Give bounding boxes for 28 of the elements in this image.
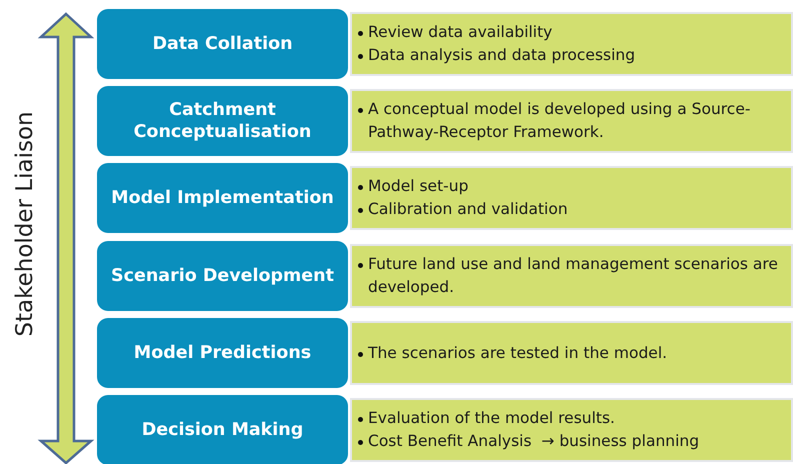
description-box [350,321,793,385]
bullet-text: Cost Benefit Analysis → business planning [368,431,700,452]
description-box [350,12,793,76]
stage-box [97,163,348,233]
description-box [350,89,793,153]
stage-title: Catchment Conceptualisation [132,99,312,143]
bullet-text: Calibration and validation [368,199,568,220]
stage-title: Data Collation [152,33,293,55]
stage-title: Scenario Development [110,265,334,287]
side-label: Stakeholder Liaison [12,110,38,339]
bullet-text: Data analysis and data processing [368,45,636,66]
stage-box [97,241,348,311]
stage-title: Model Predictions [134,342,312,364]
bullet-text: Evaluation of the model results. [368,408,615,429]
bullet-text: Future land use and land management scenarios are developed. [368,254,779,298]
stage-title: Model Implementation [111,187,334,209]
stage-box [97,86,348,156]
description-box [350,166,793,230]
stage-box [97,318,348,388]
stage-box [97,9,348,79]
stage-title: Decision Making [142,419,304,441]
description-box [350,398,793,462]
description-box [350,244,793,308]
bullet-text: The scenarios are tested in the model. [368,342,668,364]
stage-box [97,395,348,464]
bullet-text: A conceptual model is developed using a Source-Pathway-Receptor Framework. [368,99,752,143]
bullet-text: Model set-up [368,176,468,197]
bullet-text: Review data availability [368,22,552,43]
